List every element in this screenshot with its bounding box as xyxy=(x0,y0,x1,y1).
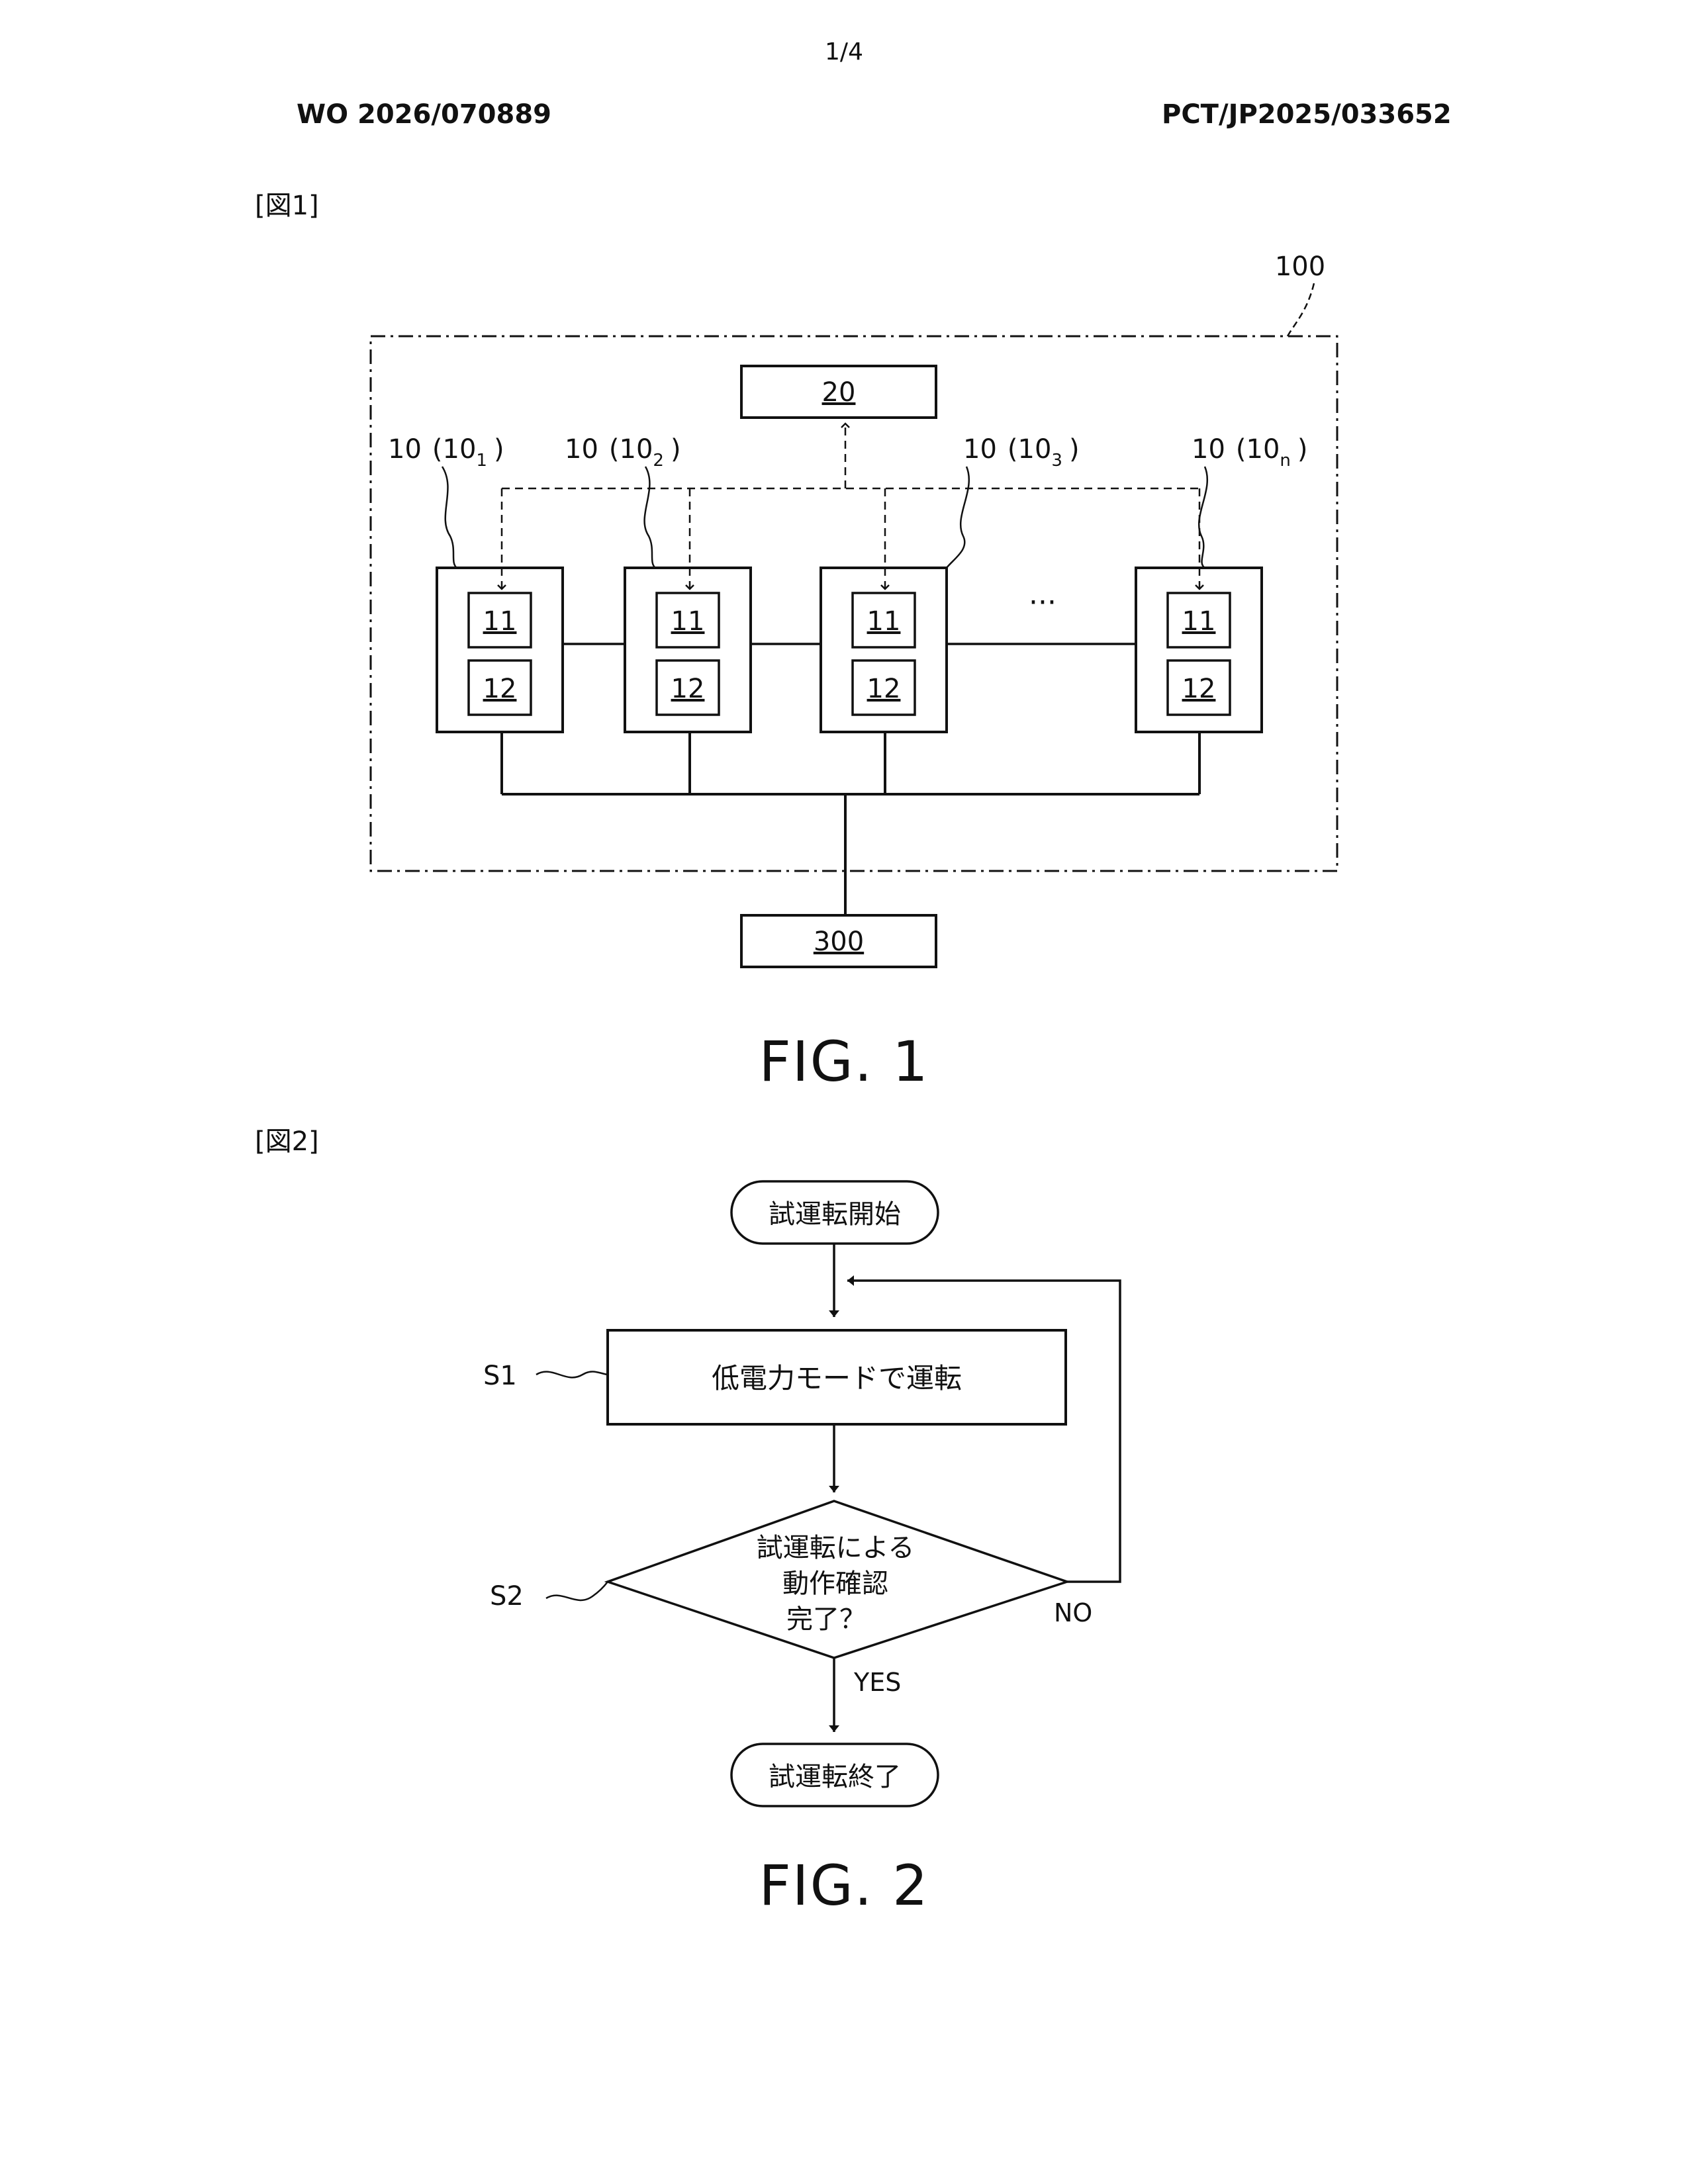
flow-step-s1-text: 低電力モードで運転 xyxy=(712,1362,962,1394)
external-label: 300 xyxy=(814,927,864,957)
unit-1-leader xyxy=(442,467,457,568)
flow-decision-line-2: 動作確認 xyxy=(782,1569,888,1599)
flow-step-s2-label: S2 xyxy=(490,1581,524,1612)
s2-leader xyxy=(546,1582,608,1600)
unit-3-part-12-label: 12 xyxy=(867,674,901,704)
unit-n-leader xyxy=(1199,467,1207,568)
unit-2-label: 10(102) xyxy=(565,434,681,471)
unit-n-label: 10(10n) xyxy=(1192,434,1308,471)
flow-no-label: NO xyxy=(1054,1598,1092,1627)
unit-3-label: 10(103) xyxy=(963,434,1080,471)
controller-label: 20 xyxy=(822,377,856,408)
flow-yes-label: YES xyxy=(853,1668,901,1697)
flow-decision-line-1: 試運転による xyxy=(757,1533,915,1563)
unit-3-leader xyxy=(947,467,969,568)
unit-n-part-12-label: 12 xyxy=(1182,674,1216,704)
flow-step-s1-label: S1 xyxy=(483,1361,517,1391)
flow-start-text: 試運転開始 xyxy=(769,1199,901,1230)
system-ref-leader xyxy=(1288,283,1314,336)
unit-1-part-11-label: 11 xyxy=(483,606,517,637)
system-ref-label: 100 xyxy=(1275,251,1325,282)
figure-2-flowchart xyxy=(536,1181,1120,1806)
unit-1-label: 10(101) xyxy=(388,434,504,471)
unit-2-part-12-label: 12 xyxy=(671,674,705,704)
flow-end-text: 試運転終了 xyxy=(769,1762,901,1792)
s1-leader xyxy=(536,1372,608,1378)
unit-3-part-11-label: 11 xyxy=(867,606,901,637)
unit-n-part-11-label: 11 xyxy=(1182,606,1216,637)
unit-ellipsis: ··· xyxy=(1029,586,1056,619)
unit-2-part-11-label: 11 xyxy=(671,606,705,637)
unit-2-leader xyxy=(645,467,655,568)
unit-1-part-12-label: 12 xyxy=(483,674,517,704)
flow-decision-line-3: 完了？ xyxy=(786,1604,866,1635)
